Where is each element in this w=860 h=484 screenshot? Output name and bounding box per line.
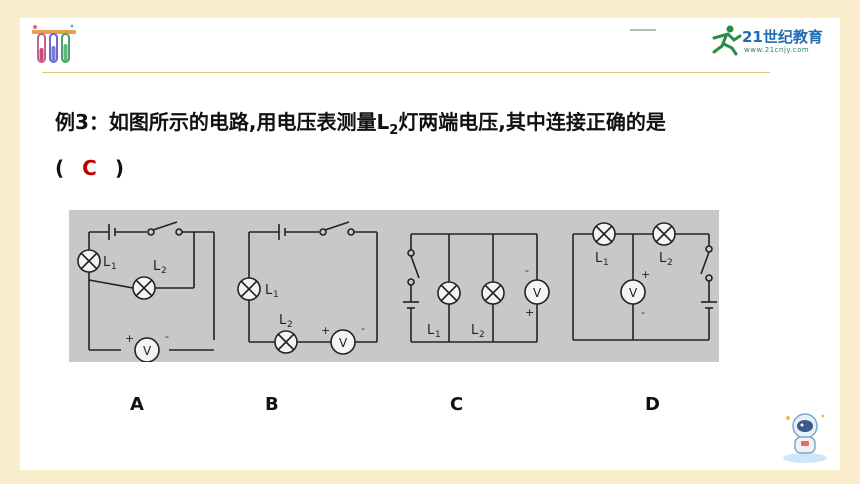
label-l1-a: L	[103, 255, 111, 270]
label-l1-b: L	[265, 283, 273, 298]
option-b: B	[265, 394, 279, 415]
label-l2-c-sub: 2	[479, 330, 485, 340]
lamp-l1-b	[237, 277, 261, 301]
logo-text: 21世纪教育	[742, 28, 823, 46]
label-l1-c-sub: 1	[435, 330, 441, 340]
brand-logo: 21世纪教育 www.21cnjy.com	[708, 24, 838, 58]
option-a: A	[130, 394, 144, 415]
question-subscript: 2	[389, 123, 399, 138]
label-l1-d-sub: 1	[603, 258, 609, 268]
logo-url: www.21cnjy.com	[744, 46, 810, 54]
test-tubes-icon	[30, 24, 78, 70]
circuit-a	[88, 221, 215, 351]
question-prefix: 例3：如图所示的电路,用电压表测量L	[55, 110, 390, 134]
paren-open: (	[55, 156, 65, 180]
label-v-a: V	[143, 344, 152, 358]
slide: 21世纪教育 www.21cnjy.com 例3：如图所示的电路,用电压表测量L…	[20, 18, 840, 470]
label-l2-d-sub: 2	[667, 258, 673, 268]
label-plus-c: +	[525, 306, 534, 319]
question-text: 例3：如图所示的电路,用电压表测量L2灯两端电压,其中连接正确的是	[55, 106, 835, 138]
question-suffix: 灯两端电压,其中连接正确的是	[398, 110, 666, 134]
circuit-b	[248, 221, 378, 343]
label-minus-c: -	[525, 264, 529, 277]
label-minus-b: -	[361, 322, 365, 335]
option-d: D	[645, 394, 660, 415]
label-l2-a-sub: 2	[161, 266, 167, 276]
label-v-d: V	[629, 286, 638, 300]
label-l1-b-sub: 1	[273, 290, 279, 300]
label-v-b: V	[339, 336, 348, 350]
lamp-l1-d	[592, 222, 616, 246]
circuit-diagrams: L 1 L 2 V + - L 1 L 2 V + - L 1 L 2 V	[77, 221, 717, 362]
lamp-l1-a	[77, 249, 101, 273]
lamp-l2-c	[481, 281, 505, 305]
paren-close: )	[114, 156, 124, 180]
label-v-c: V	[533, 286, 542, 300]
runner-icon	[708, 24, 744, 56]
circuit-figure: L 1 L 2 V + - L 1 L 2 V + - L 1 L 2 V	[69, 210, 719, 362]
label-l2-d: L	[659, 251, 667, 266]
option-c: C	[450, 394, 464, 415]
label-l2-b: L	[279, 313, 287, 328]
circuit-c	[403, 233, 538, 343]
watermark	[630, 18, 660, 31]
label-minus-a: -	[165, 330, 169, 343]
label-plus-b: +	[321, 324, 330, 337]
label-l1-d: L	[595, 251, 603, 266]
circuit-d	[572, 233, 717, 341]
label-l2-b-sub: 2	[287, 320, 293, 330]
astronaut-mascot-icon	[780, 410, 830, 466]
label-plus-a: +	[125, 332, 134, 345]
lamp-l2-b	[274, 330, 298, 354]
lamp-l2-a	[132, 276, 156, 300]
header-rule	[42, 72, 770, 73]
label-l2-a: L	[153, 259, 161, 274]
label-plus-d: +	[641, 268, 650, 281]
answer-line: ( C)	[55, 156, 124, 180]
label-l1-c: L	[427, 323, 435, 338]
lamp-l1-c	[437, 281, 461, 305]
label-l2-c: L	[471, 323, 479, 338]
lamp-l2-d	[652, 222, 676, 246]
answer-choice: C	[82, 156, 97, 180]
label-l1-a-sub: 1	[111, 262, 117, 272]
label-minus-d: -	[641, 306, 645, 319]
